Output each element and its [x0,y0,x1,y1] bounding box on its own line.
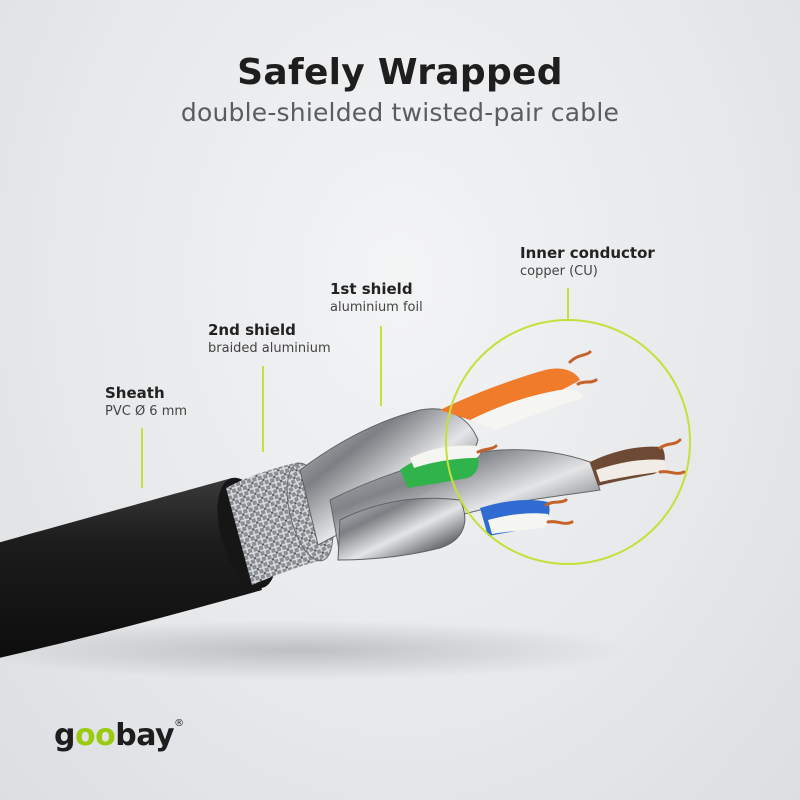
logo-part-g: g [54,718,75,753]
label-sheath-name: Sheath [105,384,165,402]
copper-orange-1 [568,350,592,364]
label-sheath-desc: PVC Ø 6 mm [105,404,188,419]
copper-brown-1 [658,438,682,450]
label-shield2-desc: braided aluminium [208,341,331,356]
page-title: Safely Wrapped [237,52,563,93]
pair-brown-white [596,459,667,482]
logo-part-bay: bay [115,718,175,753]
conductor-highlight-circle [445,319,691,565]
goobay-logo: goobay® [54,718,184,753]
pair-green-white [410,445,481,468]
label-sheath: Sheath PVC Ø 6 mm [105,383,187,421]
label-shield2-name: 2nd shield [208,321,296,339]
label-conductor: Inner conductor copper (CU) [520,243,655,281]
copper-orange-2 [576,378,598,386]
sheath-shape [0,478,262,658]
label-shield1-desc: aluminium foil [330,300,423,315]
copper-blue-2 [546,520,574,525]
pair-orange-white [470,389,584,430]
page-subtitle: double-shielded twisted-pair cable [180,98,620,127]
cable-shadow [0,620,630,680]
label-conductor-desc: copper (CU) [520,264,598,279]
label-conductor-name: Inner conductor [520,244,655,262]
copper-green [476,444,498,454]
logo-registered-mark: ® [174,718,184,729]
label-shield1: 1st shield aluminium foil [330,279,423,317]
copper-brown-2 [658,470,686,475]
logo-part-oo: oo [74,718,116,753]
label-shield2: 2nd shield braided aluminium [208,320,331,358]
pair-orange [440,368,580,425]
copper-blue-1 [544,498,568,507]
pair-blue-white [488,513,550,534]
label-shield1-name: 1st shield [330,280,413,298]
foil-shield-3 [337,497,466,561]
